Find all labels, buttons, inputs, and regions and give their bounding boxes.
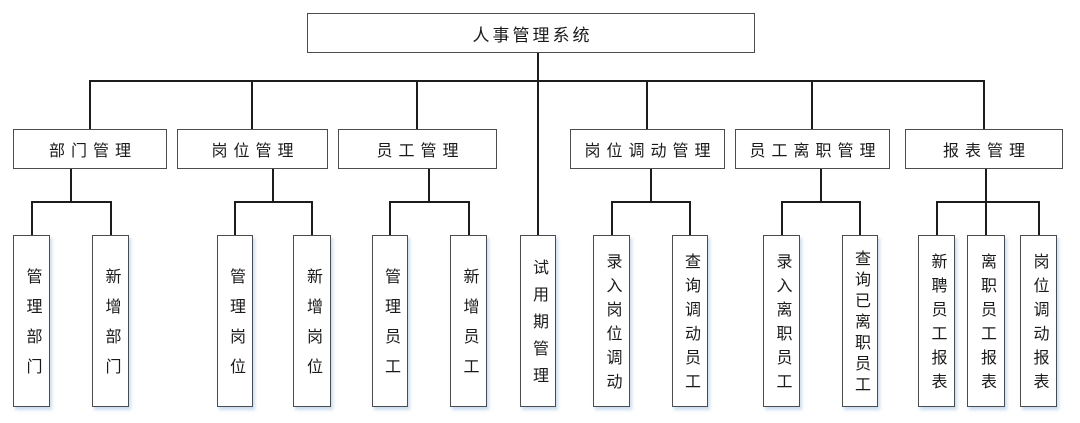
connector-drop — [428, 169, 430, 201]
connector-drop — [859, 201, 861, 235]
node-position-transfer-report: 岗位调动报表 — [1020, 235, 1057, 407]
node-label: 离职员工报表 — [978, 253, 995, 397]
node-query-transferred-employees: 查询调动员工 — [672, 235, 708, 407]
connector-drop — [70, 169, 72, 201]
connector-drop — [781, 201, 783, 235]
connector-drop — [820, 169, 822, 201]
connector-split-bar — [611, 201, 691, 203]
connector-drop — [110, 201, 112, 235]
node-label: 管理员工 — [382, 268, 399, 388]
node-label: 新增员工 — [460, 268, 478, 388]
node-employee-management: 员工管理 — [338, 129, 497, 169]
node-label: 岗位调动管理 — [584, 143, 717, 160]
node-label: 新增部门 — [102, 268, 120, 388]
node-resigned-employee-report: 离职员工报表 — [967, 235, 1005, 407]
connector-drop — [611, 201, 613, 235]
node-query-resigned-employees: 查询已离职员工 — [842, 235, 878, 407]
connector-drop — [234, 201, 236, 235]
node-label: 录入离职员工 — [773, 253, 791, 397]
connector-split-bar — [234, 201, 313, 203]
connector-drop — [985, 169, 987, 201]
node-label: 录入岗位调动 — [603, 253, 621, 397]
connector-drop — [311, 201, 313, 235]
node-label: 部门管理 — [48, 143, 137, 160]
connector-drop — [689, 201, 691, 235]
node-label: 新聘员工报表 — [928, 253, 946, 397]
node-manage-employee: 管理员工 — [372, 235, 408, 407]
connector-drop — [251, 80, 253, 129]
connector-drop — [468, 201, 470, 235]
node-label: 岗位管理 — [211, 143, 300, 160]
connector-drop — [936, 201, 938, 235]
node-position-management: 岗位管理 — [177, 129, 328, 169]
node-label: 新增岗位 — [304, 268, 321, 388]
connector-drop — [1038, 201, 1040, 235]
node-label: 管理部门 — [23, 268, 41, 388]
node-report-management: 报表管理 — [905, 129, 1063, 169]
node-manage-position: 管理岗位 — [217, 235, 253, 407]
node-department-management: 部门管理 — [13, 129, 167, 169]
connector-drop — [811, 80, 813, 129]
node-position-transfer-management: 岗位调动管理 — [570, 129, 725, 169]
connector-drop — [985, 201, 987, 235]
node-label: 试用期管理 — [530, 259, 547, 394]
node-label: 查询调动员工 — [682, 253, 699, 397]
node-label: 员工管理 — [376, 143, 465, 160]
connector-drop — [272, 169, 274, 201]
node-label: 人事管理系统 — [472, 25, 593, 45]
connector-drop — [650, 169, 652, 201]
node-add-department: 新增部门 — [92, 235, 129, 407]
node-record-position-transfer: 录入岗位调动 — [593, 235, 630, 407]
node-add-position: 新增岗位 — [293, 235, 331, 407]
connector-drop — [389, 201, 391, 235]
connector-split-bar — [31, 201, 112, 203]
node-label: 岗位调动报表 — [1030, 253, 1048, 397]
connector-level2-bus — [89, 80, 985, 82]
node-label: 管理岗位 — [227, 268, 244, 388]
node-new-hire-report: 新聘员工报表 — [918, 235, 955, 407]
connector-split-bar — [389, 201, 470, 203]
connector-drop — [983, 80, 985, 129]
connector-drop — [646, 80, 648, 129]
node-label: 报表管理 — [942, 143, 1031, 160]
connector-drop — [416, 80, 418, 129]
node-label: 查询已离职员工 — [852, 250, 869, 397]
node-label: 员工离职管理 — [749, 143, 882, 160]
connector-split-bar — [936, 201, 1040, 203]
connector-split-bar — [781, 201, 861, 203]
node-record-resigned-employee: 录入离职员工 — [763, 235, 800, 407]
connector-root-stem — [537, 53, 539, 235]
node-add-employee: 新增员工 — [450, 235, 487, 407]
node-probation-period-management: 试用期管理 — [520, 235, 556, 407]
connector-drop — [31, 201, 33, 235]
node-employee-resignation-management: 员工离职管理 — [735, 129, 890, 169]
connector-drop — [89, 80, 91, 129]
node-manage-department: 管理部门 — [13, 235, 50, 407]
node-root-personnel-management-system: 人事管理系统 — [307, 13, 755, 53]
